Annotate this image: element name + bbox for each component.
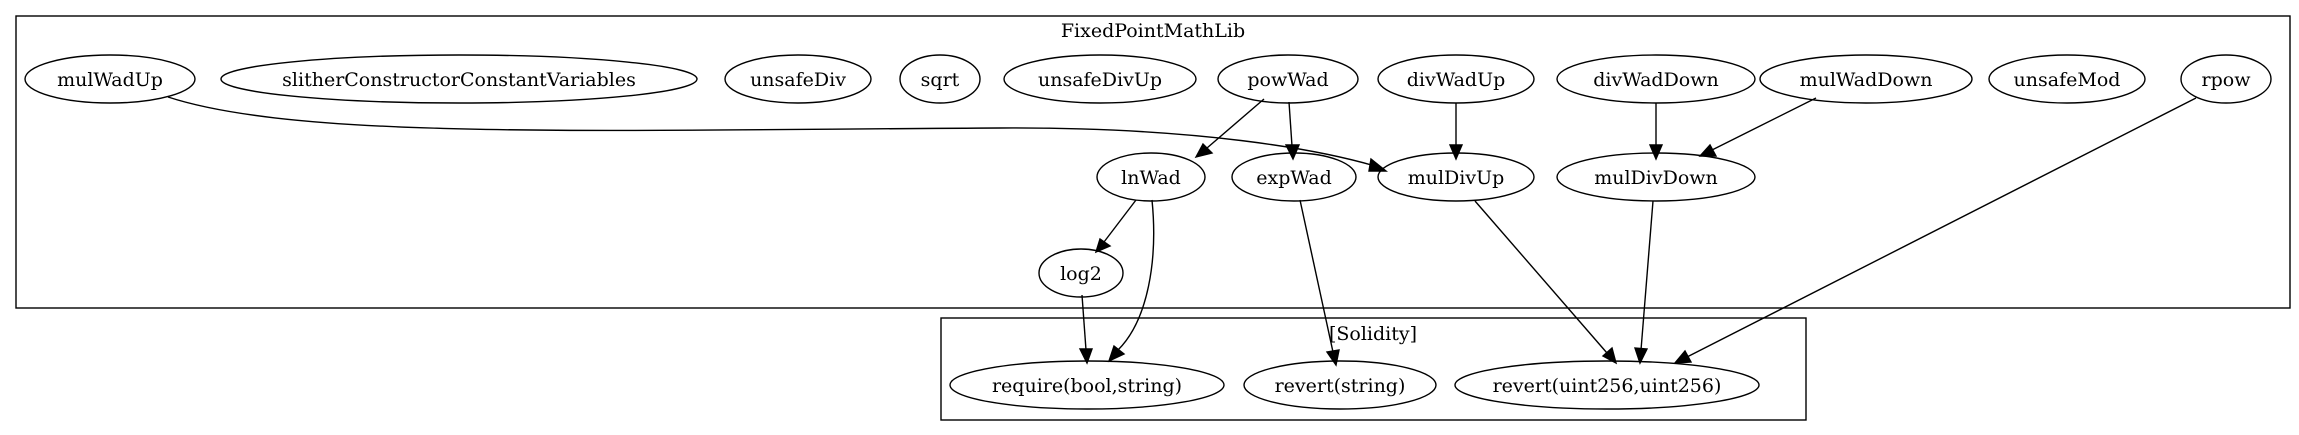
node-muldivdown[interactable]: mulDivDown <box>1556 152 1756 202</box>
edges <box>167 96 2197 367</box>
node-mulwadup[interactable]: mulWadUp <box>24 54 196 104</box>
node-powwad[interactable]: powWad <box>1217 54 1359 104</box>
node-lnwad-label: lnWad <box>1121 167 1181 189</box>
node-unsafedivup-label: unsafeDivUp <box>1038 69 1162 91</box>
edge-rpow-revertuint <box>1673 97 2197 364</box>
cluster-solidity-frame <box>940 317 1807 421</box>
node-expwad[interactable]: expWad <box>1231 152 1357 202</box>
node-expwad-label: expWad <box>1256 167 1332 189</box>
node-divwadup[interactable]: divWadUp <box>1377 54 1535 104</box>
cluster-solidity: [Solidity] <box>940 317 1807 421</box>
node-unsafemod[interactable]: unsafeMod <box>1988 54 2146 104</box>
node-slitherconstructorconstantvariables-label: slitherConstructorConstantVariables <box>282 69 636 91</box>
node-divwaddown-label: divWadDown <box>1593 69 1719 91</box>
cluster-fixedpointmathlib-label: FixedPointMathLib <box>1061 20 1245 42</box>
node-revert-string[interactable]: revert(string) <box>1243 360 1437 410</box>
cluster-fixedpointmathlib: FixedPointMathLib <box>15 15 2291 309</box>
edge-muldivup-revertuint <box>1474 200 1618 365</box>
edge-powwad-lnwad <box>1194 98 1265 159</box>
node-muldivdown-label: mulDivDown <box>1594 167 1718 189</box>
edge-mulwadup-muldivup <box>167 96 1388 172</box>
node-mulwaddown[interactable]: mulWadDown <box>1759 54 1973 104</box>
node-require-bool-string[interactable]: require(bool,string) <box>949 360 1225 410</box>
node-mulwadup-label: mulWadUp <box>57 69 163 91</box>
node-log2-label: log2 <box>1060 263 1102 285</box>
node-divwaddown[interactable]: divWadDown <box>1556 54 1756 104</box>
cluster-solidity-label: [Solidity] <box>1329 323 1417 345</box>
node-rpow[interactable]: rpow <box>2180 54 2272 104</box>
node-require-bool-string-label: require(bool,string) <box>992 375 1182 397</box>
node-log2[interactable]: log2 <box>1038 248 1124 298</box>
edge-divwadup-muldivup <box>1448 103 1464 161</box>
edge-lnwad-require <box>1107 199 1155 363</box>
node-mulwaddown-label: mulWadDown <box>1800 69 1933 91</box>
node-sqrt[interactable]: sqrt <box>899 54 981 104</box>
edge-muldivdown-revertuint <box>1634 200 1654 365</box>
node-muldivup[interactable]: mulDivUp <box>1377 152 1535 202</box>
edge-mulwaddown-muldivdown <box>1698 97 1817 157</box>
node-revert-uint256-uint256[interactable]: revert(uint256,uint256) <box>1454 360 1760 410</box>
cluster-fixedpointmathlib-frame <box>15 15 2291 309</box>
edge-log2-require <box>1078 294 1093 365</box>
edge-powwad-expwad <box>1284 101 1301 161</box>
node-unsafediv-label: unsafeDiv <box>750 69 846 91</box>
node-unsafedivup[interactable]: unsafeDivUp <box>1003 54 1197 104</box>
node-revert-uint256-uint256-label: revert(uint256,uint256) <box>1493 375 1722 397</box>
node-sqrt-label: sqrt <box>921 69 960 91</box>
node-muldivup-label: mulDivUp <box>1408 167 1505 189</box>
node-divwadup-label: divWadUp <box>1407 69 1506 91</box>
node-lnwad[interactable]: lnWad <box>1096 152 1206 202</box>
node-rpow-label: rpow <box>2202 69 2252 91</box>
edge-lnwad-log2 <box>1094 199 1137 254</box>
node-revert-string-label: revert(string) <box>1275 375 1406 397</box>
node-unsafemod-label: unsafeMod <box>2014 69 2121 91</box>
node-slitherconstructorconstantvariables[interactable]: slitherConstructorConstantVariables <box>220 54 698 104</box>
node-unsafediv[interactable]: unsafeDiv <box>724 54 872 104</box>
node-powwad-label: powWad <box>1247 69 1328 91</box>
edge-divwaddown-muldivdown <box>1648 103 1664 161</box>
